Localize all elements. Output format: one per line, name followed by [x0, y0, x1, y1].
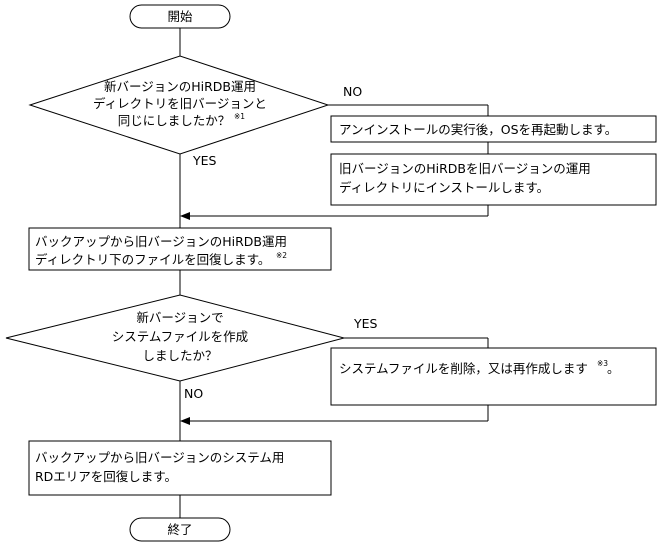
decision-same-directory [28, 55, 330, 155]
decision-system-file-created [5, 294, 346, 382]
decision1-yes-label: YES [192, 153, 217, 168]
box-uninstall-text: アンインストールの実行後，OSを再起動します。 [339, 122, 617, 137]
decision1-line2: ディレクトリを旧バージョンと [93, 96, 267, 111]
box-restore-files [28, 227, 332, 271]
box-system-file [330, 347, 657, 406]
end-label: 終了 [167, 522, 192, 537]
start-label: 開始 [167, 9, 193, 24]
decision1-no-label: NO [343, 84, 362, 99]
box-uninstall-reboot [330, 115, 657, 143]
box-restore-files-line1: バックアップから旧バージョンのHiRDB運用 [35, 234, 287, 249]
decision1-line3: 同じにしましたか？ [118, 113, 231, 128]
box-sysfile-end: 。 [607, 361, 620, 376]
box-restore-rd-area [28, 440, 332, 496]
box-sysfile-text: システムファイルを削除，又は再作成します [339, 361, 588, 376]
box-restore-rd-line1: バックアップから旧バージョンのシステム用 [35, 450, 284, 465]
box-install-line2: ディレクトリにインストールします。 [339, 180, 549, 195]
decision1-note: ※1 [234, 112, 245, 121]
box-restore-files-note: ※2 [276, 251, 287, 260]
box-restore-files-line2: ディレクトリ下のファイルを回復します。 [35, 252, 270, 267]
decision2-yes-label: YES [353, 316, 378, 331]
end-terminal [129, 517, 231, 542]
box-install-old-version [330, 153, 657, 206]
decision1-line1: 新バージョンのHiRDB運用 [104, 79, 256, 94]
box-restore-rd-line2: RDエリアを回復します。 [35, 469, 177, 484]
decision2-line2: システムファイルを作成 [112, 329, 248, 344]
decision2-no-label: NO [184, 386, 203, 401]
decision2-line1: 新バージョンで [136, 310, 223, 325]
start-terminal [129, 4, 231, 29]
decision2-line3: しましたか？ [142, 348, 217, 363]
box-sysfile-note: ※3 [597, 359, 608, 368]
box-install-line1: 旧バージョンのHiRDBを旧バージョンの運用 [339, 161, 591, 176]
